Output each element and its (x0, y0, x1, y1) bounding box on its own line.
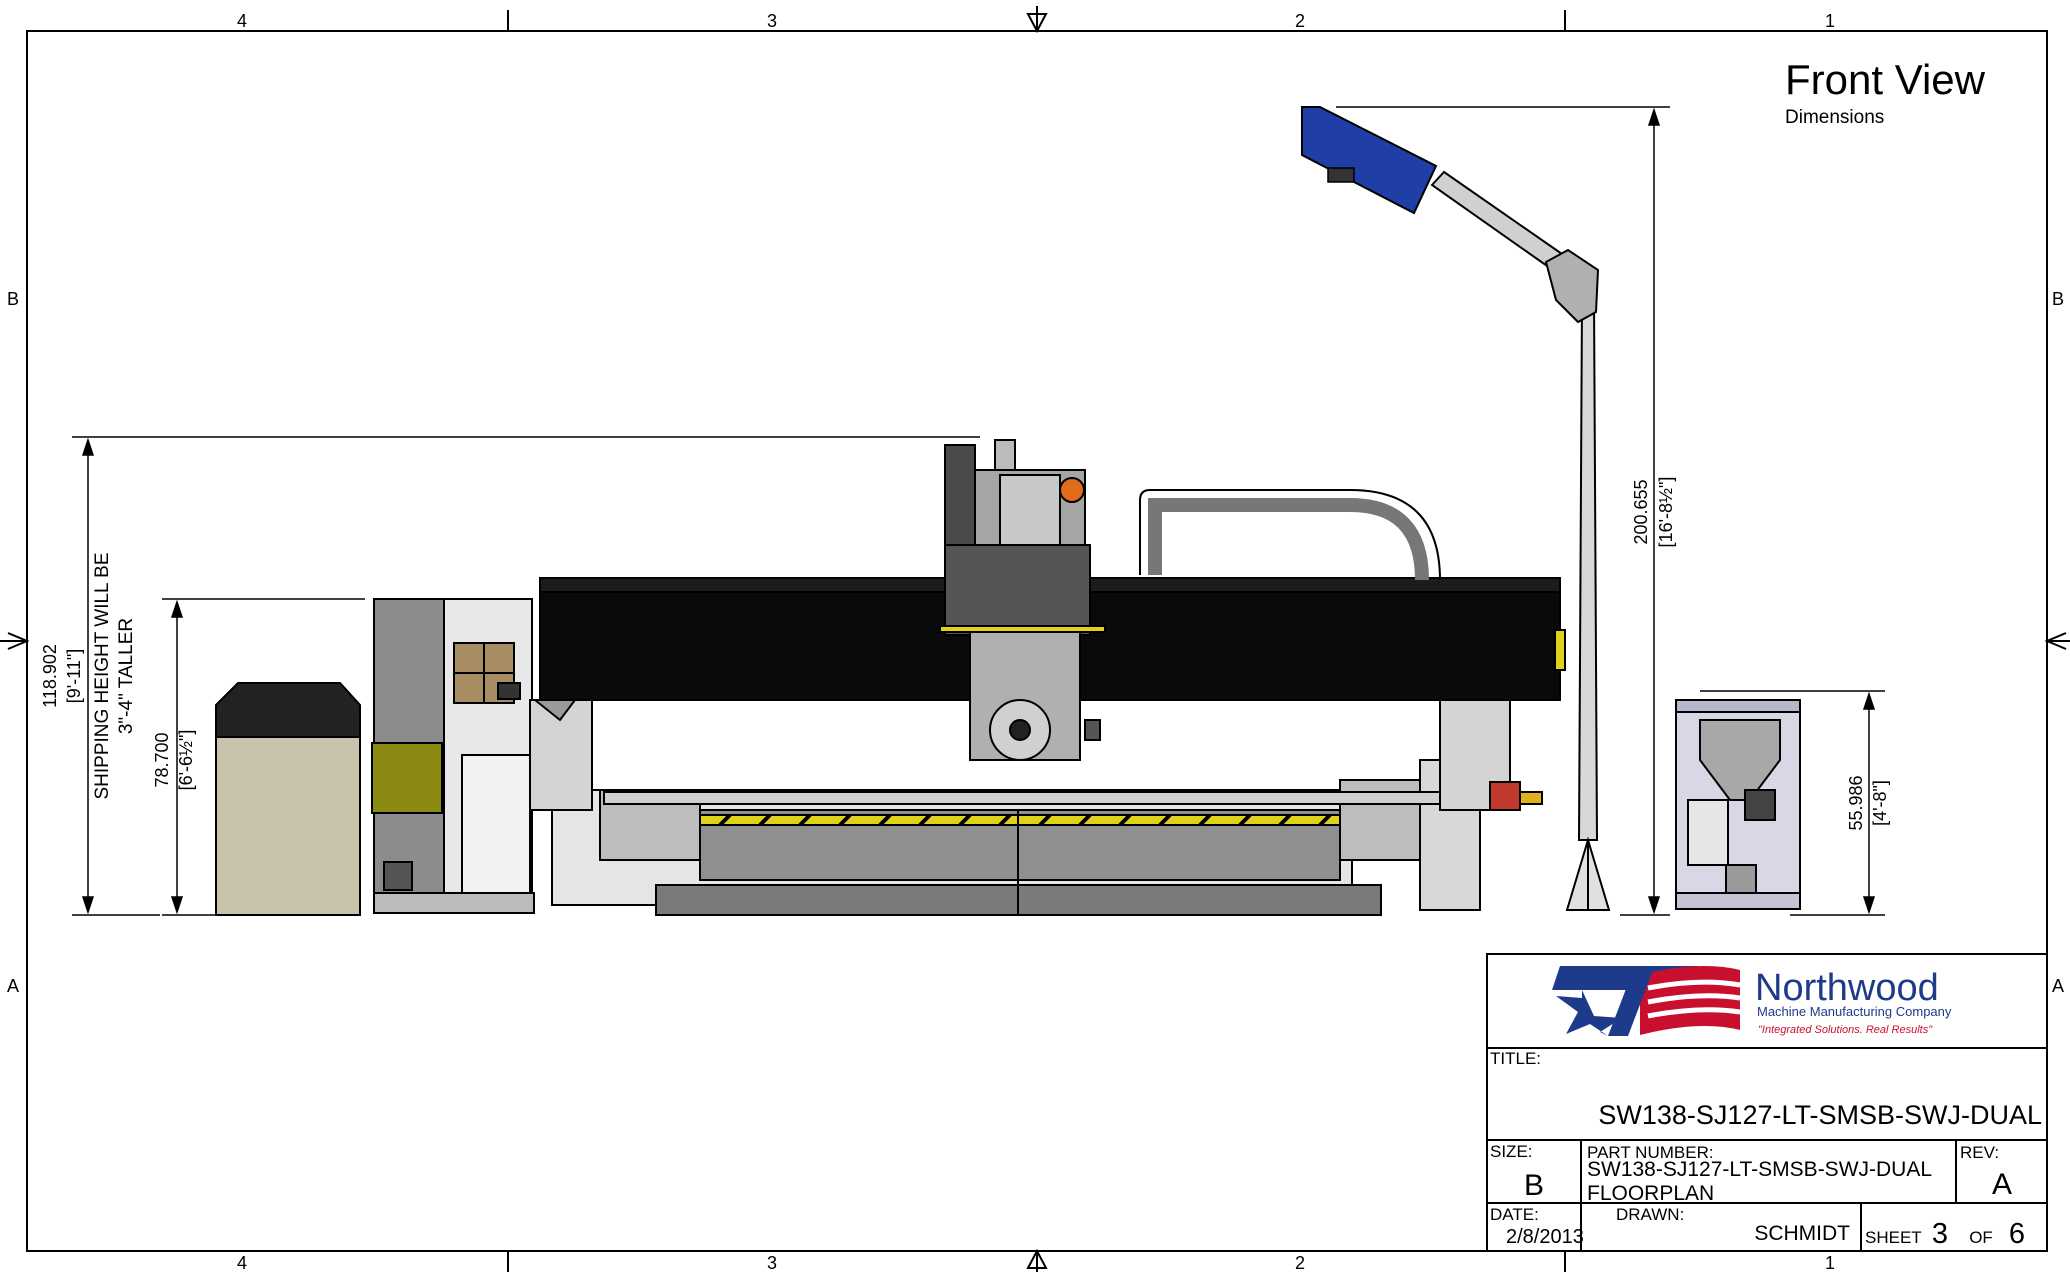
cabinet-height-ftin: [6'-6½"] (176, 730, 196, 791)
zone-label-bottom-2: 2 (1295, 1253, 1305, 1273)
light-pole-dimension (1336, 106, 1670, 916)
company-name: Northwood (1755, 967, 1939, 1009)
shipping-note-line2: 3"-4" TALLER (116, 618, 137, 734)
zone-label-right-b: B (2052, 289, 2064, 309)
size-value: B (1524, 1169, 1544, 1202)
zone-label-top-1: 1 (1825, 11, 1835, 31)
overall-height-value: 118.902 (40, 644, 60, 708)
zone-label-top-4: 4 (237, 11, 247, 31)
rev-value: A (1992, 1168, 2012, 1201)
northwood-logo: Northwood Machine Manufacturing Company … (1552, 966, 1952, 1036)
part-number-line1: SW138-SJ127-LT-SMSB-SWJ-DUAL (1587, 1158, 1932, 1181)
view-title: Front View (1785, 56, 1986, 103)
overall-height-dimension (72, 436, 980, 916)
electrical-cabinet (371, 598, 535, 914)
title-block (1486, 953, 2048, 1252)
zone-label-left-b: B (7, 289, 19, 309)
company-subtitle: Machine Manufacturing Company (1757, 1004, 1952, 1019)
drawn-value: SCHMIDT (1754, 1222, 1850, 1245)
bin-height-ftin: [4'-8"] (1870, 780, 1890, 826)
zone-label-bottom-1: 1 (1825, 1253, 1835, 1273)
light-pole-height-ftin: [16'-8½"] (1656, 477, 1676, 548)
bin-height-value: 55.986 (1846, 775, 1866, 830)
part-number-line2: FLOORPLAN (1587, 1182, 1714, 1205)
company-tagline: "Integrated Solutions. Real Results" (1758, 1024, 1933, 1036)
light-pole-height-value: 200.655 (1631, 479, 1651, 544)
of-label: OF (1969, 1228, 1993, 1247)
sheet-label: SHEET (1865, 1228, 1922, 1247)
shipping-note-line1: SHIPPING HEIGHT WILL BE (92, 552, 113, 799)
title-value: SW138-SJ127-LT-SMSB-SWJ-DUAL (1598, 1100, 2042, 1130)
overall-height-ftin: [9'-11"] (64, 649, 84, 704)
waste-cabinet (215, 682, 361, 916)
view-subtitle: Dimensions (1785, 107, 1884, 128)
abrasive-bin (1675, 699, 1801, 910)
cabinet-height-value: 78.700 (152, 732, 172, 787)
rev-label: REV: (1960, 1143, 1999, 1162)
zone-label-bottom-4: 4 (237, 1253, 247, 1273)
zone-label-left-a: A (7, 976, 19, 996)
flag-icon (1552, 966, 1741, 1036)
cabinet-height-dimension (162, 598, 365, 916)
of-value: 6 (2009, 1218, 2025, 1250)
part-number-label: PART NUMBER: (1587, 1143, 1714, 1162)
light-pole (1430, 170, 1611, 911)
main-machine (529, 439, 1566, 916)
center-marks (4, 6, 2067, 1272)
date-label: DATE: (1490, 1205, 1539, 1224)
date-value: 2/8/2013 (1506, 1226, 1584, 1248)
size-label: SIZE: (1490, 1142, 1533, 1161)
zone-label-top-3: 3 (767, 11, 777, 31)
zone-label-top-2: 2 (1295, 11, 1305, 31)
light-head (1301, 106, 1438, 215)
bin-height-dimension (1700, 690, 1885, 916)
zone-label-right-a: A (2052, 976, 2064, 996)
title-label: TITLE: (1490, 1049, 1541, 1068)
sheet-value: 3 (1932, 1218, 1948, 1250)
drawn-label: DRAWN: (1616, 1205, 1684, 1224)
zone-label-bottom-3: 3 (767, 1253, 777, 1273)
